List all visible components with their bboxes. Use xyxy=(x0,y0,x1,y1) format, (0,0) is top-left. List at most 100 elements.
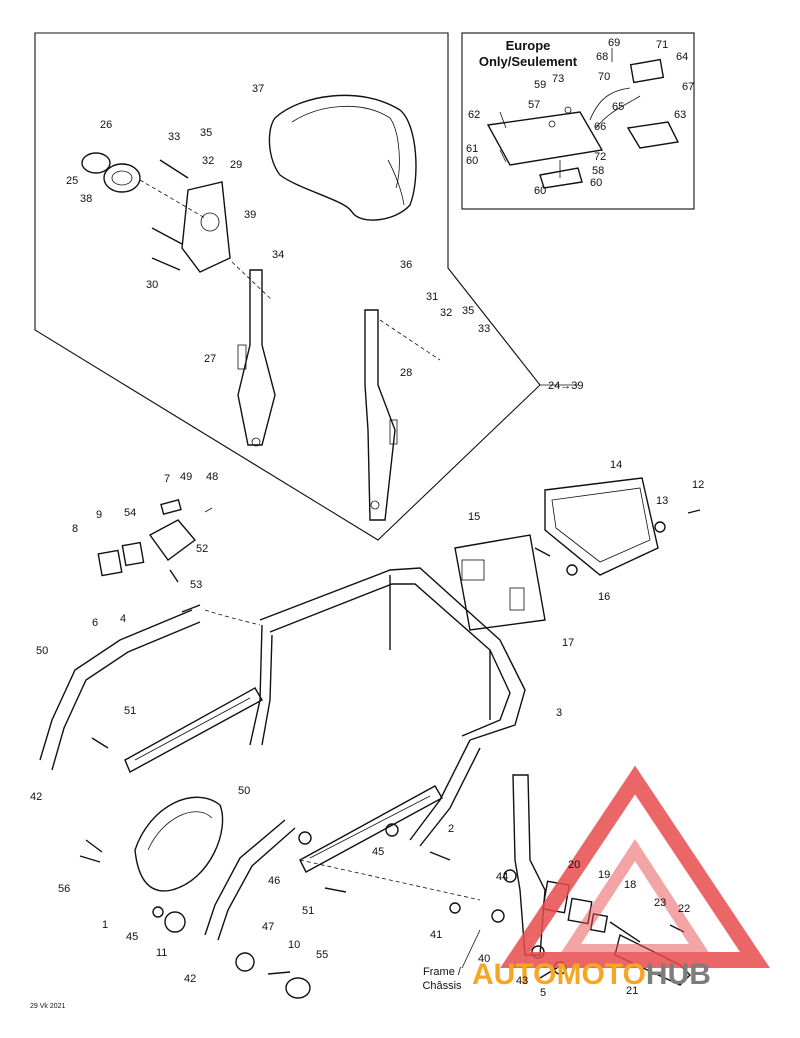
callout-62: 62 xyxy=(468,109,480,121)
watermark-auto: AUTO xyxy=(472,958,556,991)
callout-69: 69 xyxy=(608,37,620,49)
callout-42: 42 xyxy=(30,791,42,803)
callout-31: 31 xyxy=(426,291,438,303)
callout-35: 35 xyxy=(462,305,474,317)
callout-20: 20 xyxy=(568,859,580,871)
callout-72: 72 xyxy=(594,151,606,163)
callout-40: 40 xyxy=(478,953,490,965)
callout-30: 30 xyxy=(146,279,158,291)
callout-16: 16 xyxy=(598,591,610,603)
callout-18: 18 xyxy=(624,879,636,891)
callout-35-2: 35 xyxy=(200,127,212,139)
callout-56: 56 xyxy=(58,883,70,895)
callout-9: 9 xyxy=(96,509,102,521)
callout-27: 27 xyxy=(204,353,216,365)
callout-60-2: 60 xyxy=(534,185,546,197)
callout-28: 28 xyxy=(400,367,412,379)
watermark-moto: MOTO xyxy=(556,958,645,991)
callout-26: 26 xyxy=(100,119,112,131)
callout-7: 7 xyxy=(164,473,170,485)
adjuster-knob xyxy=(81,152,141,193)
rack-frame xyxy=(39,567,526,941)
callout-25: 25 xyxy=(66,175,78,187)
callout-10: 10 xyxy=(288,939,300,951)
callout-32: 32 xyxy=(440,307,452,319)
callout-60-3: 60 xyxy=(590,177,602,189)
callout-51-2: 51 xyxy=(302,905,314,917)
callout-64: 64 xyxy=(676,51,688,63)
callout-73: 73 xyxy=(552,73,564,85)
callout-60: 60 xyxy=(466,155,478,167)
left-rail xyxy=(124,687,263,773)
callout-48: 48 xyxy=(206,471,218,483)
callout-34: 34 xyxy=(272,249,284,261)
callout-70: 70 xyxy=(598,71,610,83)
callout-29: 29 xyxy=(230,159,242,171)
callout-47: 47 xyxy=(262,921,274,933)
callout-19: 19 xyxy=(598,869,610,881)
callout-4: 4 xyxy=(120,613,126,625)
callout-36: 36 xyxy=(400,259,412,271)
watermark-text: AUTOMOTOHUB xyxy=(472,958,711,991)
callout-5: 5 xyxy=(540,987,546,999)
callout-61: 61 xyxy=(466,143,478,155)
callout-51: 51 xyxy=(124,705,136,717)
callout-55: 55 xyxy=(316,949,328,961)
watermark-logo xyxy=(500,765,770,968)
callout-32-2: 32 xyxy=(202,155,214,167)
callout-13: 13 xyxy=(656,495,668,507)
callout-57: 57 xyxy=(528,99,540,111)
europe-title-line2: Only/Seulement xyxy=(479,54,578,69)
callout-33-2: 33 xyxy=(168,131,180,143)
callout-23: 23 xyxy=(654,897,666,909)
callout-68: 68 xyxy=(596,51,608,63)
callout-58: 58 xyxy=(592,165,604,177)
callout-45: 45 xyxy=(372,846,384,858)
callout-49: 49 xyxy=(180,471,192,483)
callout-65: 65 xyxy=(612,101,624,113)
callout-12: 12 xyxy=(692,479,704,491)
callout-67: 67 xyxy=(682,81,694,93)
frame-label-line1: Frame / xyxy=(423,966,462,978)
europe-only-box xyxy=(461,32,695,210)
callout-54: 54 xyxy=(124,507,136,519)
callout-53: 53 xyxy=(190,579,202,591)
callout-2: 2 xyxy=(448,823,454,835)
callout-38: 38 xyxy=(80,193,92,205)
callout-17: 17 xyxy=(562,637,574,649)
watermark-hub: HUB xyxy=(646,958,711,991)
callout-37: 37 xyxy=(252,83,264,95)
callout-41: 41 xyxy=(430,929,442,941)
callout-3: 3 xyxy=(556,707,562,719)
callout-71: 71 xyxy=(656,39,668,51)
bracket-28 xyxy=(364,309,441,521)
callout-14: 14 xyxy=(610,459,622,471)
bolts-left xyxy=(151,159,189,271)
frame-label-line2: Châssis xyxy=(422,980,462,992)
backrest-cushion xyxy=(268,94,417,221)
callout-50: 50 xyxy=(36,645,48,657)
assembly-range-label: 24→39 xyxy=(548,380,583,392)
callout-43: 43 xyxy=(516,975,528,987)
callout-22: 22 xyxy=(678,903,690,915)
figure-code: 29 Vk 2021 xyxy=(30,1003,66,1010)
callout-63: 63 xyxy=(674,109,686,121)
mud-flap xyxy=(134,796,224,892)
license-bracket-group xyxy=(486,48,680,189)
bracket-27 xyxy=(231,261,276,447)
callout-46: 46 xyxy=(268,875,280,887)
callout-33: 33 xyxy=(478,323,490,335)
callout-39: 39 xyxy=(244,209,256,221)
callout-labels: 1234567891011121314151617181920212223252… xyxy=(30,37,704,999)
callout-21: 21 xyxy=(626,985,638,997)
callout-15: 15 xyxy=(468,511,480,523)
callout-11: 11 xyxy=(156,947,167,959)
callout-52: 52 xyxy=(196,543,208,555)
tail-light-assembly xyxy=(454,477,659,631)
callout-50-2: 50 xyxy=(238,785,250,797)
callout-44: 44 xyxy=(496,871,508,883)
callout-45-2: 45 xyxy=(126,931,138,943)
callout-66: 66 xyxy=(594,121,606,133)
callout-1: 1 xyxy=(102,919,108,931)
